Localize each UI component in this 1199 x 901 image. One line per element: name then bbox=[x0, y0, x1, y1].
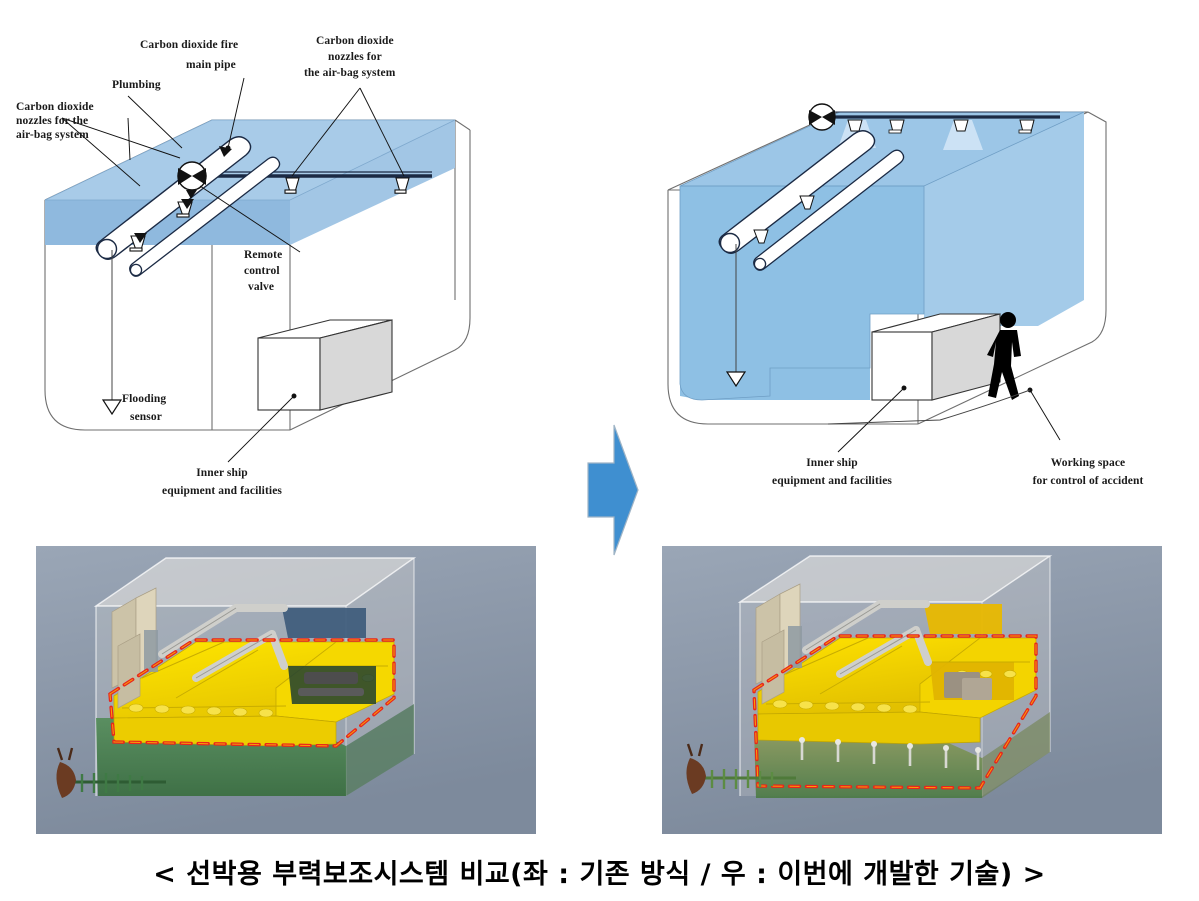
arrow-right-icon bbox=[587, 424, 639, 556]
machinery bbox=[282, 608, 376, 704]
label-line: nozzles for bbox=[328, 51, 382, 63]
label-line: Carbon dioxide bbox=[16, 101, 94, 113]
remote-control-valve bbox=[177, 161, 207, 199]
label-line: equipment and facilities bbox=[772, 475, 892, 487]
label-line: sensor bbox=[130, 411, 162, 423]
label-co2-main-pipe: Carbon dioxide fire main pipe bbox=[140, 39, 238, 71]
label-line: Inner ship bbox=[196, 467, 248, 479]
bulkhead-frames bbox=[111, 587, 158, 709]
water-volume bbox=[754, 712, 1050, 798]
label-line: for control of accident bbox=[1033, 475, 1144, 487]
co2-fire-main-pipe bbox=[192, 171, 432, 178]
machinery bbox=[944, 672, 992, 700]
nozzle-spray bbox=[943, 120, 983, 150]
bulkhead-frames bbox=[755, 583, 802, 705]
person-silhouette-icon bbox=[987, 312, 1021, 400]
label-inner-ship-equipment: Inner ship equipment and facilities bbox=[772, 457, 892, 487]
diagram-developed-system: Inner ship equipment and facilities Work… bbox=[640, 0, 1199, 540]
label-line: equipment and facilities bbox=[162, 485, 282, 497]
label-working-space: Working space for control of accident bbox=[1033, 457, 1144, 487]
label-line: main pipe bbox=[186, 59, 236, 71]
label-remote-control-valve: Remote control valve bbox=[244, 249, 282, 293]
support-posts bbox=[800, 740, 980, 770]
propeller-shaft bbox=[686, 743, 796, 794]
plumbing-pipes bbox=[95, 136, 281, 277]
label-line: nozzles for the bbox=[16, 115, 88, 127]
inner-ship-equipment-box bbox=[871, 313, 1001, 401]
flooding-sensor bbox=[101, 250, 123, 416]
render-conventional bbox=[36, 546, 536, 834]
plumbing-pipes bbox=[718, 130, 905, 271]
leader-lines bbox=[61, 77, 405, 463]
label-flooding-sensor: Flooding sensor bbox=[122, 393, 166, 423]
label-co2-nozzles-airbag-top: Carbon dioxide nozzles for the air-bag s… bbox=[304, 35, 396, 79]
label-line: Working space bbox=[1051, 457, 1125, 469]
inner-ship-equipment-box bbox=[257, 319, 393, 411]
label-plumbing: Plumbing bbox=[112, 79, 161, 91]
flooding-sensor bbox=[725, 244, 747, 388]
label-line: the air-bag system bbox=[304, 67, 396, 79]
label-line: Inner ship bbox=[806, 457, 858, 469]
label-line: valve bbox=[248, 281, 274, 293]
transition-arrow bbox=[570, 415, 680, 565]
label-line: Carbon dioxide bbox=[316, 35, 394, 47]
leader-lines bbox=[827, 385, 1061, 453]
label-line: control bbox=[244, 265, 280, 277]
figure-caption: < 선박용 부력보조시스템 비교(좌 : 기존 방식 / 우 : 이번에 개발한… bbox=[153, 859, 1046, 890]
label-line: Remote bbox=[244, 249, 282, 261]
co2-nozzle-group-diagonal bbox=[753, 195, 815, 244]
label-co2-nozzles-left: Carbon dioxide nozzles for the air-bag s… bbox=[16, 101, 94, 141]
render-developed bbox=[662, 546, 1162, 834]
water-ballast-slab bbox=[44, 119, 456, 245]
label-inner-ship-equipment: Inner ship equipment and facilities bbox=[162, 467, 282, 497]
label-line: Flooding bbox=[122, 393, 166, 405]
diagram-conventional-system: Carbon dioxide nozzles for the air-bag s… bbox=[0, 0, 580, 540]
co2-nozzle-group-main bbox=[284, 177, 410, 194]
co2-fire-main-pipe bbox=[822, 111, 1060, 119]
propeller-shaft bbox=[56, 747, 166, 798]
label-line: air-bag system bbox=[16, 129, 89, 141]
remote-control-valve bbox=[808, 103, 836, 131]
label-line: Carbon dioxide fire bbox=[140, 39, 238, 51]
